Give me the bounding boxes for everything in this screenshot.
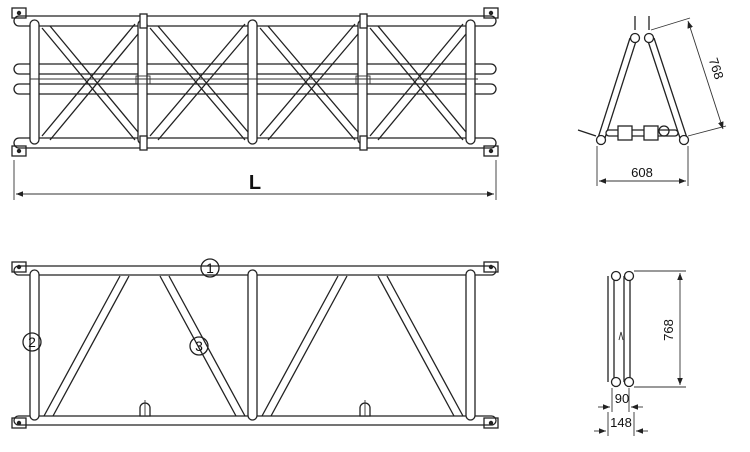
length-label: L bbox=[249, 172, 261, 194]
callout-2: 2 bbox=[22, 332, 42, 352]
side-height-label: 768 bbox=[706, 56, 727, 81]
side-view: 768 608 bbox=[577, 16, 727, 186]
top-view bbox=[11, 7, 499, 157]
end-view: 768 90 148 bbox=[594, 270, 686, 436]
end-height-label: 768 bbox=[661, 319, 676, 341]
callout-3: 3 bbox=[189, 336, 209, 356]
end-inner-width-label: 90 bbox=[615, 391, 629, 406]
callout-2-label: 2 bbox=[28, 334, 36, 350]
length-dimension: L bbox=[13, 160, 497, 200]
callout-3-label: 3 bbox=[195, 338, 203, 354]
callout-1: 1 bbox=[200, 258, 220, 278]
callout-1-label: 1 bbox=[206, 260, 214, 276]
front-view bbox=[11, 261, 499, 429]
end-outer-width-label: 148 bbox=[610, 415, 632, 430]
side-width-label: 608 bbox=[631, 165, 653, 180]
